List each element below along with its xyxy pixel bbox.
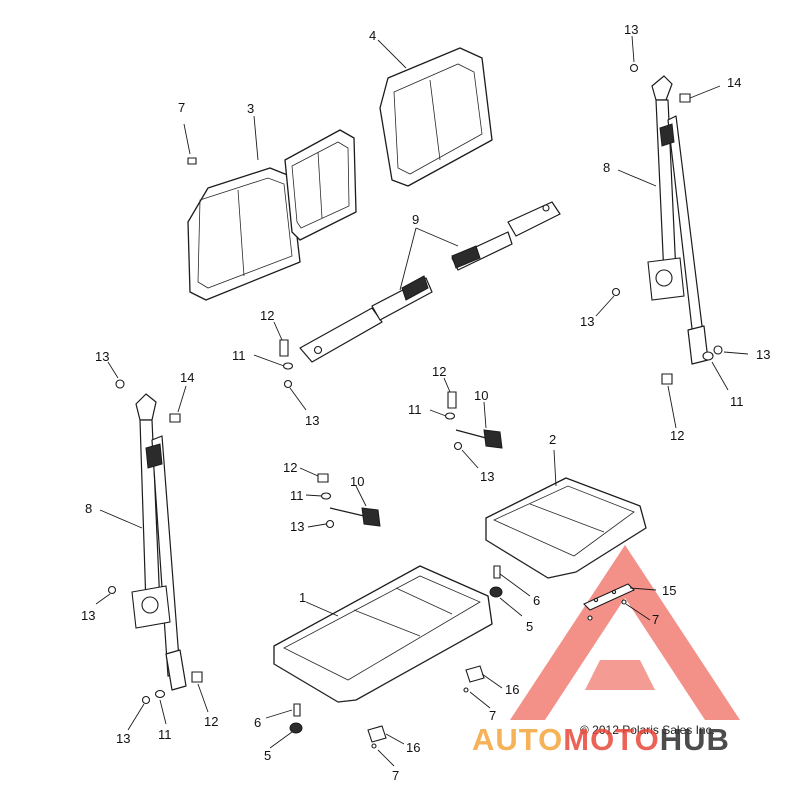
callout-7: 7: [652, 612, 659, 627]
hardware: [107, 63, 723, 749]
seat-back-4: [379, 47, 493, 187]
callout-10: 10: [474, 388, 488, 403]
watermark-brand: AUTOMOTOHUB: [472, 722, 730, 757]
callout-13: 13: [580, 314, 594, 329]
shoulder-belt-8-right: [647, 75, 709, 365]
callout-6: 6: [254, 715, 261, 730]
callout-13: 13: [624, 22, 638, 37]
watermark-logo: [510, 545, 740, 720]
callout-15: 15: [662, 583, 676, 598]
callout-5: 5: [526, 619, 533, 634]
callout-13: 13: [305, 413, 319, 428]
leader-lines: [95, 35, 749, 767]
callout-13: 13: [480, 469, 494, 484]
callouts: 1 2 3 4 5 5 6 6 7 7 7 7 8 8 9 10 10 11 1…: [81, 22, 770, 783]
callout-8: 8: [603, 160, 610, 175]
callout-10: 10: [350, 474, 364, 489]
watermark-auto: AUTO: [472, 722, 563, 757]
callout-14: 14: [727, 75, 741, 90]
callout-16: 16: [406, 740, 420, 755]
bracket-16-upper: [465, 665, 485, 683]
watermark-moto: MOTO: [563, 722, 659, 757]
seat-bottom-1: [273, 565, 493, 703]
callout-6: 6: [533, 593, 540, 608]
watermark-hub: HUB: [660, 722, 730, 757]
callout-9: 9: [412, 212, 419, 227]
shoulder-belt-8-left: [131, 393, 187, 691]
callout-13: 13: [290, 519, 304, 534]
callout-3: 3: [247, 101, 254, 116]
watermark-text: AUTOMOTOHUB: [472, 722, 730, 757]
callout-11: 11: [408, 402, 422, 417]
callout-4: 4: [369, 28, 376, 43]
callout-12: 12: [283, 460, 297, 475]
watermark-triangle: [510, 545, 740, 720]
bracket-16-lower: [367, 725, 387, 743]
callout-11: 11: [158, 727, 172, 742]
callout-16: 16: [505, 682, 519, 697]
callout-12: 12: [204, 714, 218, 729]
callout-11: 11: [232, 348, 246, 363]
buckle-10-lower: [329, 507, 381, 527]
callout-11: 11: [730, 394, 744, 409]
callout-13: 13: [756, 347, 770, 362]
seat-back-3: [187, 129, 357, 301]
callout-13: 13: [116, 731, 130, 746]
callout-7: 7: [489, 708, 496, 723]
callout-7: 7: [178, 100, 185, 115]
callout-5: 5: [264, 748, 271, 763]
seat-bottom-2: [485, 477, 647, 579]
watermark-triangle-inner: [585, 660, 655, 690]
callout-14: 14: [180, 370, 194, 385]
callout-2: 2: [549, 432, 556, 447]
callout-7: 7: [392, 768, 399, 783]
copyright-notice: © 2012 Polaris Sales Inc.: [580, 723, 715, 737]
lap-belt-9: [299, 201, 561, 363]
callout-8: 8: [85, 501, 92, 516]
callout-12: 12: [260, 308, 274, 323]
callout-11: 11: [290, 488, 304, 503]
callout-13: 13: [95, 349, 109, 364]
callout-13: 13: [81, 608, 95, 623]
buckle-10-upper: [455, 429, 503, 449]
callout-12: 12: [670, 428, 684, 443]
bracket-15: [583, 583, 635, 611]
callout-12: 12: [432, 364, 446, 379]
callout-1: 1: [299, 590, 306, 605]
